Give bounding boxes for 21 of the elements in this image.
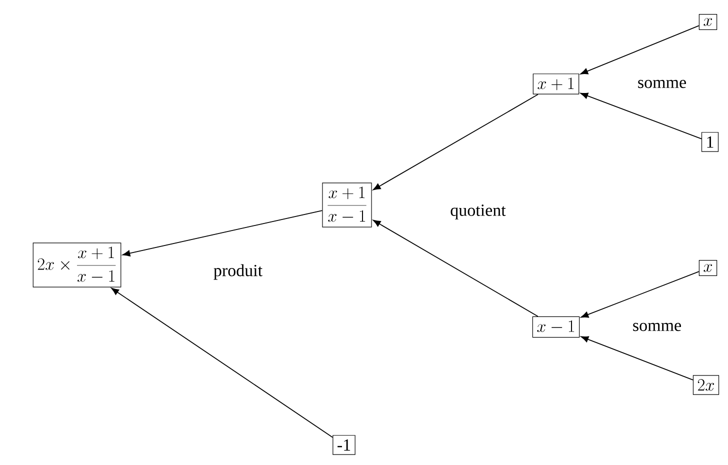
math-box: $2x$ <box>692 375 720 395</box>
math-box: $\frac{x+1}{x-1}$ <box>322 182 372 228</box>
math-box: -1 <box>332 435 356 455</box>
math-box: 1 <box>701 132 719 152</box>
operation-label: quotient <box>450 204 506 220</box>
arrow <box>580 336 694 380</box>
math-box: $2x \times \frac{x+1}{x-1}$ <box>32 242 122 288</box>
math-box: $x$ <box>698 260 718 276</box>
arrow <box>580 25 700 74</box>
math-box: $x+1$ <box>532 74 580 94</box>
operation-label: somme <box>638 80 686 88</box>
arrow <box>372 220 538 317</box>
math-box: $x$ <box>698 14 718 30</box>
operation-label: produit <box>214 264 262 280</box>
operation-label: somme <box>633 322 681 332</box>
arrow <box>580 271 700 318</box>
arrow <box>122 210 323 256</box>
arrow <box>111 288 334 438</box>
arrow <box>372 94 538 190</box>
arrow <box>580 92 702 140</box>
math-box: $x-1$ <box>532 316 580 338</box>
